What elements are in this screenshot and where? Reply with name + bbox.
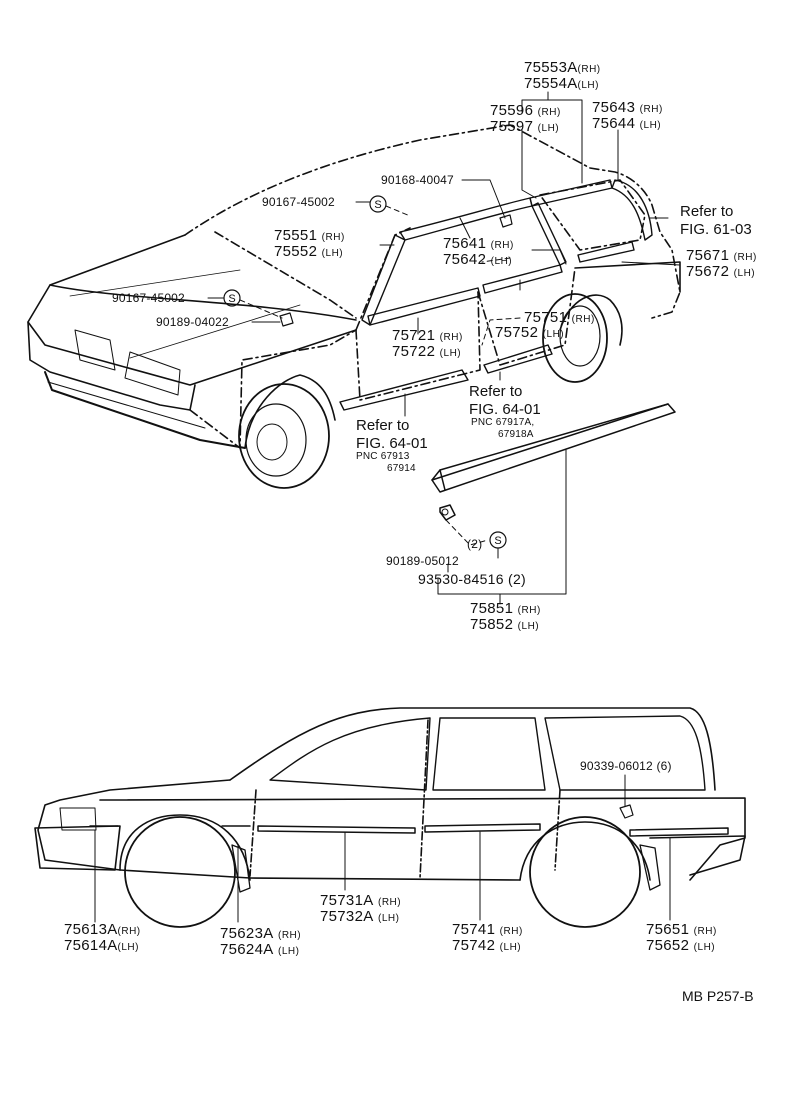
- part-75652-label: 75652 (LH): [646, 937, 716, 954]
- sealant-s-2: S: [228, 293, 235, 305]
- part-75553a-label: 75553A(RH): [524, 59, 601, 76]
- part-90339-06012-label: 90339-06012 (6): [580, 759, 672, 773]
- part-75623a-label: 75623A (RH): [220, 925, 302, 942]
- part-93530-84516-label: 93530-84516 (2): [418, 571, 527, 587]
- refer-fig-64-01-right-line1: Refer to: [469, 383, 523, 400]
- clips: [279, 214, 513, 327]
- refer-fig-64-01-left-line1: Refer to: [356, 417, 410, 434]
- leader-lines-bottom: [94, 774, 671, 923]
- part-75852-label: 75852 (LH): [470, 616, 540, 633]
- refer-fig-64-01-left-pnc2: 67914: [387, 463, 416, 474]
- part-75614a-label: 75614A(LH): [64, 937, 139, 954]
- part-90168-40047-label: 90168-40047: [381, 173, 454, 187]
- part-75751-label: 75751 (RH): [524, 309, 595, 326]
- part-90167-45002-upper-label: 90167-45002: [262, 195, 335, 209]
- refer-fig-64-01-right-pnc: PNC 67917A,: [471, 417, 535, 428]
- leader-lines-top: [207, 91, 681, 605]
- part-75752-label: 75752 (LH): [495, 324, 565, 341]
- part-75597-label: 75597 (LH): [490, 118, 560, 135]
- sealant-s-1: S: [374, 199, 381, 211]
- side-mouldings: [89, 804, 729, 893]
- figure-code-label: MB P257-B: [682, 988, 754, 1004]
- part-75731a-label: 75731A (RH): [320, 892, 402, 909]
- part-75722-label: 75722 (LH): [392, 343, 462, 360]
- refer-fig-64-01-right-line2: FIG. 64-01: [469, 401, 541, 418]
- top-mouldings: [339, 179, 653, 411]
- part-75551-label: 75551 (RH): [274, 227, 345, 244]
- part-75672-label: 75672 (LH): [686, 263, 756, 280]
- part-75624a-label: 75624A (LH): [220, 941, 300, 958]
- part-90189-04022-label: 90189-04022: [156, 315, 229, 329]
- part-75642-label: 75642 (LH): [443, 251, 513, 268]
- refer-fig-64-01-left-line2: FIG. 64-01: [356, 435, 428, 452]
- side-moulding-exploded: [431, 403, 676, 521]
- part-75643-label: 75643 (RH): [592, 99, 663, 116]
- part-90189-05012-label: 90189-05012: [386, 554, 459, 568]
- part-75742-label: 75742 (LH): [452, 937, 522, 954]
- part-75671-label: 75671 (RH): [686, 247, 757, 264]
- part-75741-label: 75741 (RH): [452, 921, 523, 938]
- quantity-2-label: (2): [467, 537, 483, 551]
- part-75552-label: 75552 (LH): [274, 243, 344, 260]
- refer-fig-64-01-left-pnc: PNC 67913: [356, 451, 410, 462]
- sealant-s-3: S: [494, 535, 501, 547]
- part-75554a-label: 75554A(LH): [524, 75, 599, 92]
- side-profile-car-body: [34, 707, 746, 928]
- part-75651-label: 75651 (RH): [646, 921, 717, 938]
- part-75721-label: 75721 (RH): [392, 327, 463, 344]
- part-75851-label: 75851 (RH): [470, 600, 541, 617]
- sealant-labels: S S S: [228, 199, 501, 547]
- refer-fig-64-01-right-pnc2: 67918A: [498, 429, 534, 440]
- part-75641-label: 75641 (RH): [443, 235, 514, 252]
- part-75732a-label: 75732A (LH): [320, 908, 400, 925]
- part-75644-label: 75644 (LH): [592, 115, 662, 132]
- part-90167-45002-lower-label: 90167-45002: [112, 291, 185, 305]
- perspective-car-body: [27, 124, 681, 489]
- refer-fig-61-03-line2: FIG. 61-03: [680, 221, 752, 238]
- refer-fig-61-03-line1: Refer to: [680, 203, 734, 220]
- part-75596-label: 75596 (RH): [490, 102, 561, 119]
- part-75613a-label: 75613A(RH): [64, 921, 141, 938]
